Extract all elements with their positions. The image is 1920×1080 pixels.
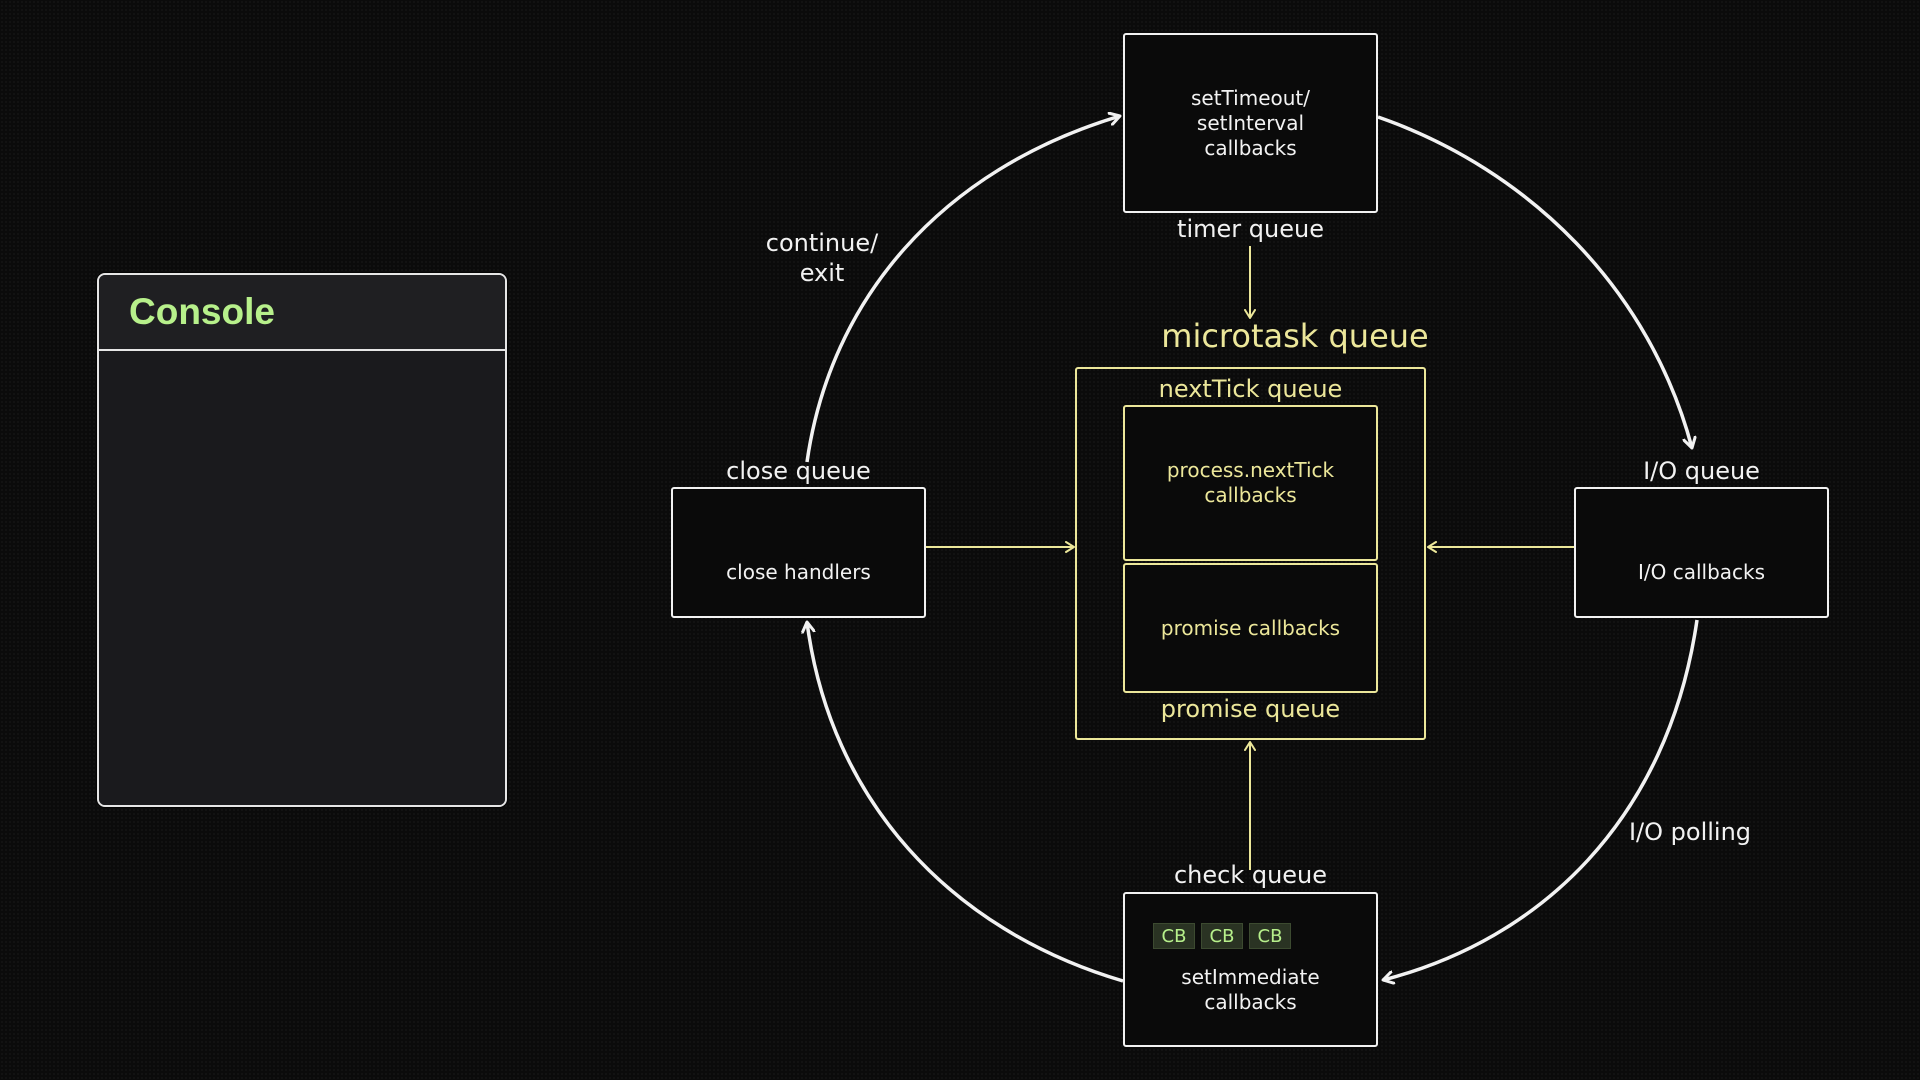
timer-queue-text: setTimeout/ setInterval callbacks — [1190, 85, 1310, 160]
nexttick-queue-label: nextTick queue — [1158, 375, 1343, 403]
io-polling-label: I/O polling — [1628, 818, 1752, 846]
close-queue-box: close handlers — [671, 487, 926, 618]
arc-close-to-timer — [805, 116, 1120, 463]
callback-chip: CB — [1153, 923, 1195, 949]
nexttick-queue-box: process.nextTick callbacks — [1123, 405, 1378, 561]
promise-queue-label: promise queue — [1160, 695, 1341, 723]
microtask-queue-title: microtask queue — [1161, 317, 1429, 355]
continue-exit-label: continue/ exit — [765, 229, 879, 287]
console-title: Console — [129, 291, 275, 332]
arc-check-to-close — [807, 622, 1124, 983]
console-panel: Console — [97, 273, 507, 807]
callback-chip: CB — [1249, 923, 1291, 949]
arc-timer-to-io — [1377, 115, 1692, 448]
io-queue-box: I/O callbacks — [1574, 487, 1829, 618]
io-queue-text: I/O callbacks — [1637, 560, 1766, 584]
check-queue-chips: CB CB CB — [1153, 923, 1291, 949]
console-header: Console — [99, 275, 505, 351]
io-queue-label: I/O queue — [1643, 457, 1760, 485]
close-queue-text: close handlers — [726, 560, 871, 584]
check-queue-text: setImmediate callbacks — [1181, 964, 1320, 1014]
arc-io-to-check — [1383, 619, 1699, 980]
close-queue-label: close queue — [726, 457, 871, 485]
microtask-queue-container — [1075, 367, 1426, 740]
timer-queue-label: timer queue — [1177, 215, 1324, 243]
promise-queue-box: promise callbacks — [1123, 563, 1378, 693]
check-queue-label: check queue — [1173, 861, 1328, 889]
callback-chip: CB — [1201, 923, 1243, 949]
console-output[interactable] — [99, 351, 505, 805]
check-queue-box: setImmediate callbacks — [1123, 892, 1378, 1047]
timer-queue-box: setTimeout/ setInterval callbacks — [1123, 33, 1378, 213]
